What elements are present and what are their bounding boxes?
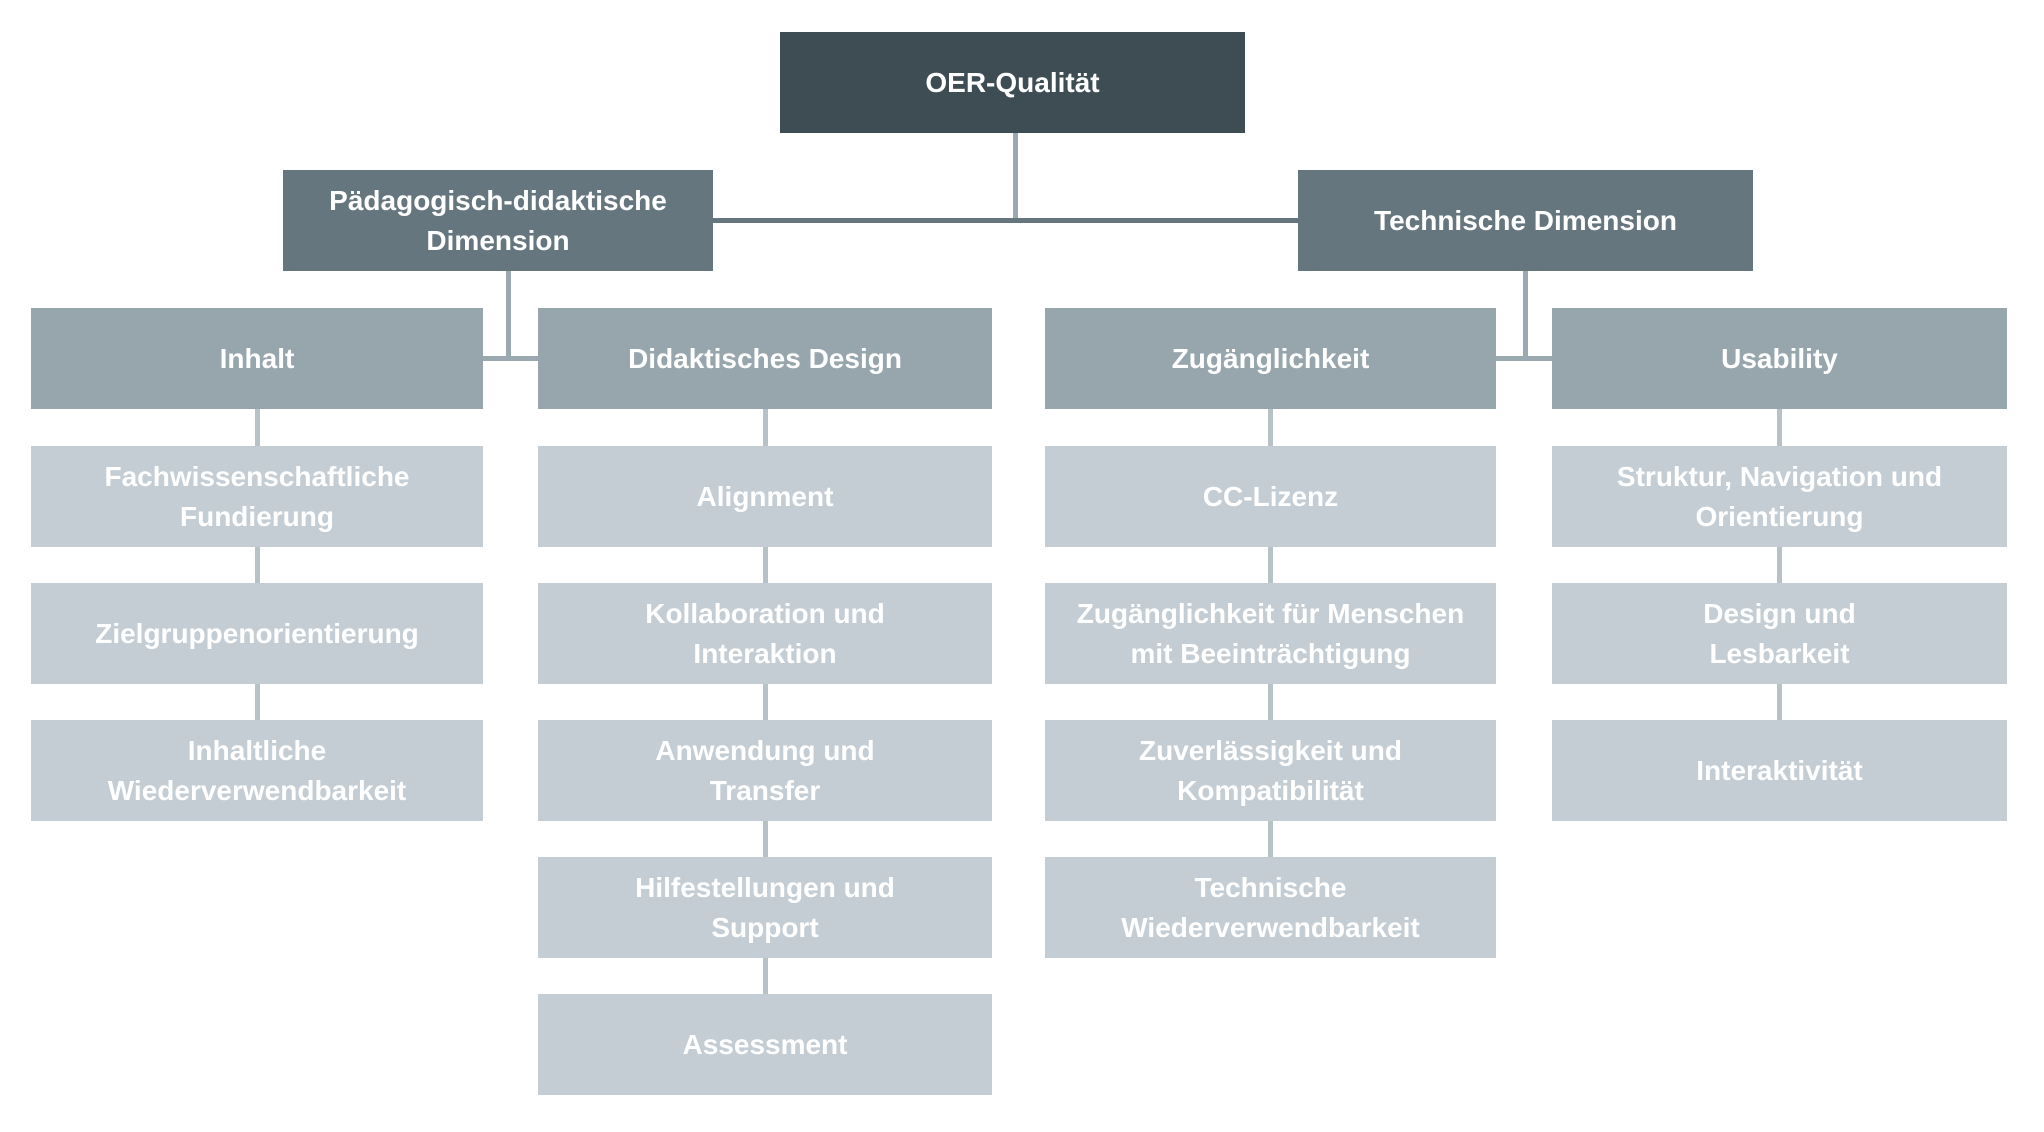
- connector-col2-stem-2: [763, 547, 768, 583]
- connector-col3-stem-1: [1268, 409, 1273, 446]
- node-assessment: Assessment: [538, 994, 992, 1095]
- connector-col2-stem-4: [763, 821, 768, 857]
- connector-col2-stem-1: [763, 409, 768, 446]
- connector-col2-stem-3: [763, 684, 768, 720]
- connector-technische-bridge: [1496, 356, 1552, 361]
- node-zugaenglichkeit: Zugänglichkeit: [1045, 308, 1496, 409]
- connector-col4-stem-1: [1777, 409, 1782, 446]
- node-fachwissenschaftliche-fundierung: Fachwissenschaftliche Fundierung: [31, 446, 483, 547]
- connector-col4-stem-3: [1777, 684, 1782, 720]
- node-cc-lizenz: CC-Lizenz: [1045, 446, 1496, 547]
- node-didaktisches-design: Didaktisches Design: [538, 308, 992, 409]
- node-anwendung-und-transfer: Anwendung und Transfer: [538, 720, 992, 821]
- connector-root-drop: [1013, 133, 1018, 220]
- connector-dimensions-bridge: [713, 218, 1298, 223]
- node-zugaenglichkeit-fuer-menschen-mit-beeintraechtigung: Zugänglichkeit für Menschen mit Beeinträ…: [1045, 583, 1496, 684]
- connector-col3-stem-3: [1268, 684, 1273, 720]
- node-struktur-navigation-und-orientierung: Struktur, Navigation und Orientierung: [1552, 446, 2007, 547]
- connector-technische-drop: [1523, 271, 1528, 358]
- node-oer-qualitaet: OER-Qualität: [780, 32, 1245, 133]
- connector-col3-stem-4: [1268, 821, 1273, 857]
- node-inhaltliche-wiederverwendbarkeit: Inhaltliche Wiederverwendbarkeit: [31, 720, 483, 821]
- connector-col1-stem-3: [255, 684, 260, 720]
- node-design-und-lesbarkeit: Design und Lesbarkeit: [1552, 583, 2007, 684]
- connector-col1-stem-1: [255, 409, 260, 446]
- node-alignment: Alignment: [538, 446, 992, 547]
- connector-col3-stem-2: [1268, 547, 1273, 583]
- node-kollaboration-und-interaktion: Kollaboration und Interaktion: [538, 583, 992, 684]
- node-zielgruppenorientierung: Zielgruppenorientierung: [31, 583, 483, 684]
- connector-col2-stem-5: [763, 958, 768, 994]
- connector-paedagogisch-bridge: [483, 356, 538, 361]
- node-hilfestellungen-und-support: Hilfestellungen und Support: [538, 857, 992, 958]
- node-inhalt: Inhalt: [31, 308, 483, 409]
- connector-col1-stem-2: [255, 547, 260, 583]
- node-zuverlaessigkeit-und-kompatibilitaet: Zuverlässigkeit und Kompatibilität: [1045, 720, 1496, 821]
- node-technische-dimension: Technische Dimension: [1298, 170, 1753, 271]
- node-technische-wiederverwendbarkeit: Technische Wiederverwendbarkeit: [1045, 857, 1496, 958]
- node-usability: Usability: [1552, 308, 2007, 409]
- node-interaktivitaet: Interaktivität: [1552, 720, 2007, 821]
- node-paedagogisch-didaktische-dimension: Pädagogisch-didaktische Dimension: [283, 170, 713, 271]
- connector-paedagogisch-drop: [506, 271, 511, 358]
- connector-col4-stem-2: [1777, 547, 1782, 583]
